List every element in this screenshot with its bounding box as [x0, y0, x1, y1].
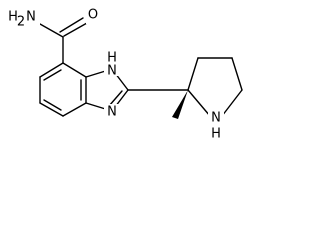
bond-benz-3-inner [43, 99, 62, 111]
bond-pyr-n-cq [187, 89, 211, 117]
bonds [39, 17, 243, 119]
label-carbonyl-o: O [88, 8, 98, 23]
label-pyrrolidine-n: N [211, 111, 221, 126]
bond-carbonyl-c-o-b [59, 17, 84, 33]
label-imidazole-n-bottom: N [107, 105, 117, 120]
label-amine-n: N [26, 10, 36, 25]
bond-benz-1-inner [43, 69, 62, 81]
bond-benz-1 [39, 62, 64, 78]
label-amine-subscript: 2 [17, 15, 25, 30]
bond-benz-3 [39, 102, 64, 117]
label-imidazole-n-top: N [107, 64, 117, 79]
bond-carbonyl-c-o-a [63, 22, 88, 37]
bond-benz-4 [62, 102, 87, 117]
label-imidazole-h: H [107, 51, 117, 66]
bond-wedge-methyl [172, 90, 188, 119]
molecule-structure-diagram: H 2 N O H N N N H [6, 6, 243, 144]
atom-labels: H 2 N O H N N N H [6, 6, 224, 144]
bond-pyr-c4-c5 [231, 57, 243, 91]
bond-pyr-c5-n [221, 89, 243, 117]
bond-pyr-cq-c3 [187, 57, 199, 91]
label-amine-h: H [8, 10, 18, 25]
bond-benz-6 [62, 62, 87, 78]
bond-carbonyl-c-n [39, 23, 64, 38]
bond-imid-c2-n3-inner [108, 90, 123, 107]
label-pyrrolidine-h: H [211, 127, 221, 142]
